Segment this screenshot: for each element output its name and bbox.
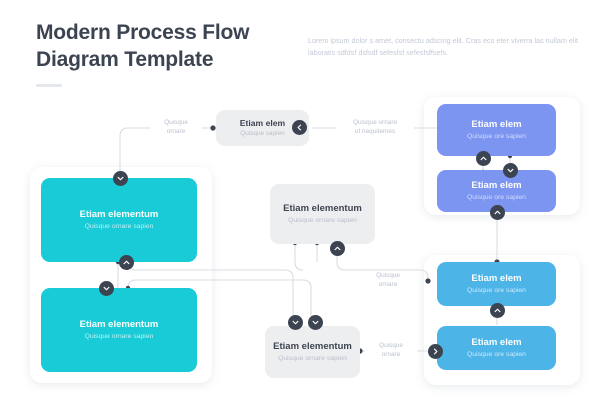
node-title: Etiam elem bbox=[239, 117, 286, 128]
node-title: Etiam elementum bbox=[79, 318, 159, 330]
node-center-bottom[interactable]: Etiam elementum Quisque ornare sapien bbox=[265, 326, 360, 378]
node-left-1[interactable]: Etiam elementum Quisque ornare sapien bbox=[41, 178, 197, 262]
node-title: Etiam elem bbox=[471, 336, 522, 348]
node-subtitle: Quisque ore sapien bbox=[467, 287, 526, 295]
node-title: Etiam elementum bbox=[283, 202, 362, 214]
node-title: Etiam elementum bbox=[79, 208, 159, 220]
chevron-up-icon-left-mid[interactable] bbox=[119, 255, 134, 270]
node-subtitle: Quisque ornare sapien bbox=[84, 223, 154, 231]
node-subtitle: Quisque ornare sapien bbox=[288, 217, 357, 225]
chevron-down-icon-center-bottom-b[interactable] bbox=[308, 315, 323, 330]
node-top-right-1[interactable]: Etiam elem Quisque ore sapien bbox=[437, 104, 556, 156]
node-subtitle: Quisque ornare sapien bbox=[278, 355, 347, 363]
node-subtitle: Quisque ore sapien bbox=[467, 194, 526, 202]
wire-label-bottom-right: Quisque ornare bbox=[365, 341, 417, 360]
wire-label-top-right: Quisque ornare ut nequitemes bbox=[336, 118, 414, 137]
node-bottom-right-2[interactable]: Etiam elem Quisque ore sapien bbox=[437, 326, 556, 370]
node-subtitle: Quisque sapien bbox=[240, 129, 285, 137]
chevron-up-icon-center-mid[interactable] bbox=[330, 241, 345, 256]
node-left-2[interactable]: Etiam elementum Quisque ornare sapien bbox=[41, 288, 197, 372]
chevron-up-icon-right-mid[interactable] bbox=[490, 205, 505, 220]
node-bottom-right-1[interactable]: Etiam elem Quisque ore sapien bbox=[437, 262, 556, 306]
node-title: Etiam elem bbox=[471, 272, 522, 284]
chevron-down-icon-right-top[interactable] bbox=[503, 163, 518, 178]
node-subtitle: Quisque ornare sapien bbox=[84, 333, 154, 341]
chevron-down-icon-center-bottom-a[interactable] bbox=[288, 315, 303, 330]
title-underline-rule bbox=[36, 84, 62, 87]
chevron-down-icon-left-node-1[interactable] bbox=[113, 171, 128, 186]
chevron-up-icon-right-bottom[interactable] bbox=[490, 303, 505, 318]
header-description: Lorem ipsum dolor s amet, consectu adsci… bbox=[308, 36, 579, 58]
chevron-down-icon-left-node-2[interactable] bbox=[99, 281, 114, 296]
chevron-right-icon-bottom-right[interactable] bbox=[428, 344, 443, 359]
node-title: Etiam elementum bbox=[273, 340, 352, 352]
wire-label-mid-right: Quisque ornare bbox=[362, 271, 414, 290]
node-center-mid[interactable]: Etiam elementum Quisque ornare sapien bbox=[270, 184, 375, 244]
node-title: Etiam elem bbox=[471, 179, 522, 191]
node-title: Etiam elem bbox=[471, 118, 522, 130]
chevron-left-icon-top-center[interactable] bbox=[292, 120, 307, 135]
node-subtitle: Quisque ore sapien bbox=[467, 351, 526, 359]
chevron-up-icon-right-top[interactable] bbox=[476, 151, 491, 166]
page-title: Modern Process Flow Diagram Template bbox=[36, 21, 250, 71]
wire-label-top-left: Quisque ornare bbox=[150, 118, 202, 137]
node-subtitle: Quisque ore sapien bbox=[467, 133, 526, 141]
